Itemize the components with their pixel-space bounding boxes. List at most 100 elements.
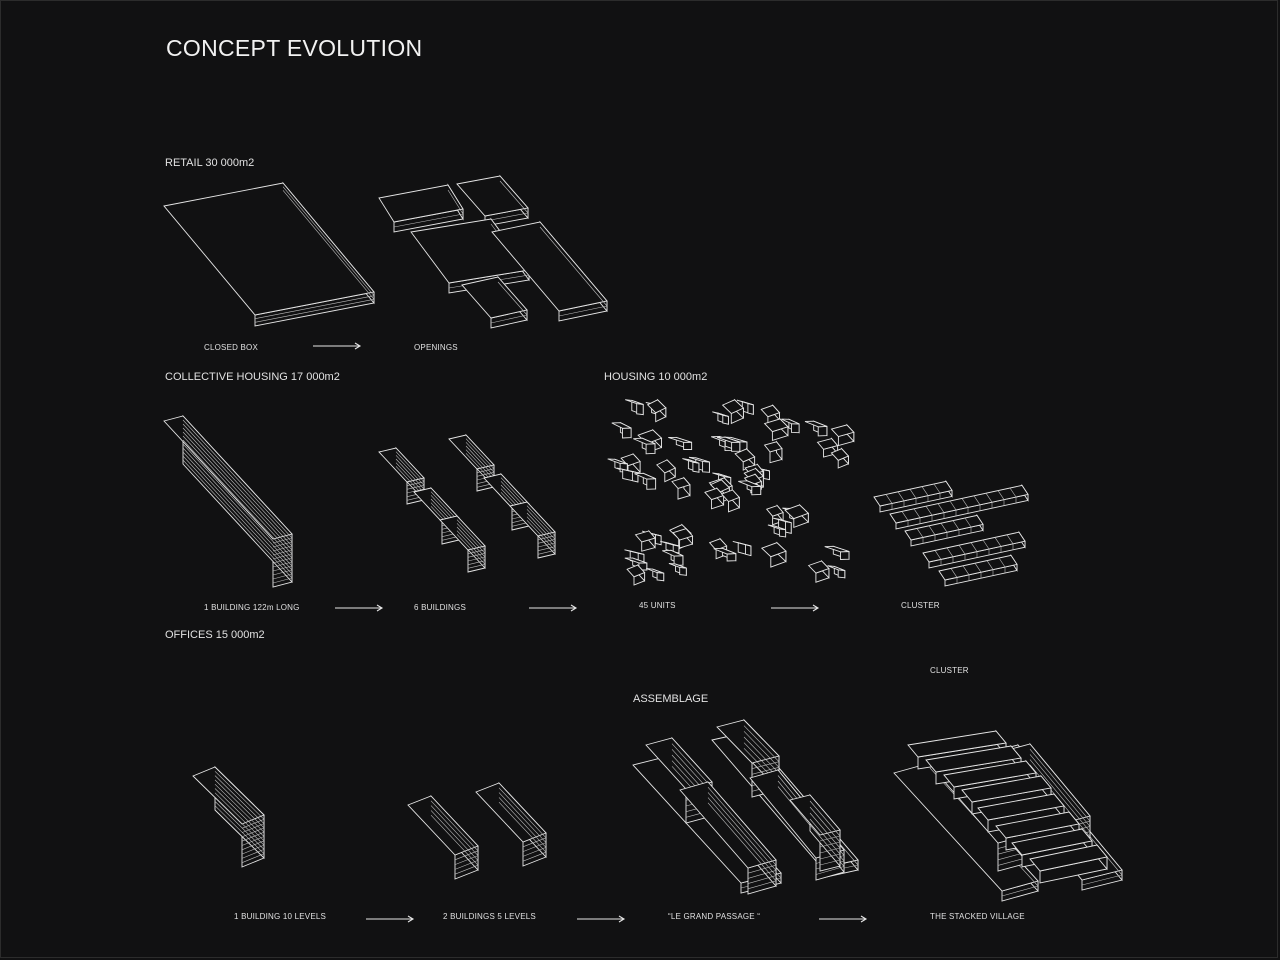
drawing-face bbox=[765, 505, 784, 517]
drawing-face bbox=[646, 478, 657, 490]
drawing-line bbox=[526, 512, 556, 544]
drawing-stacked-village bbox=[893, 729, 1123, 902]
drawing-line bbox=[986, 560, 994, 570]
drawing-face bbox=[655, 534, 662, 546]
drawing-line bbox=[985, 493, 993, 503]
drawing-face bbox=[626, 564, 646, 578]
drawing-line bbox=[498, 787, 547, 839]
drawing-face bbox=[745, 544, 752, 557]
drawing-line bbox=[214, 775, 265, 824]
drawing-line bbox=[962, 565, 970, 575]
drawing-line bbox=[743, 736, 780, 774]
drawing-face bbox=[791, 423, 800, 434]
drawing-line bbox=[456, 523, 486, 554]
drawing-face bbox=[672, 528, 694, 541]
drawing-line bbox=[928, 525, 936, 535]
drawing-line bbox=[940, 523, 948, 533]
drawing-line bbox=[393, 213, 464, 228]
drawing-face bbox=[607, 458, 628, 465]
arrow-right-icon bbox=[313, 342, 362, 350]
drawing-line bbox=[973, 495, 981, 505]
drawing-line bbox=[454, 855, 479, 865]
section-label-assemblage: ASSEMBLAGE bbox=[633, 693, 709, 705]
drawing-face bbox=[634, 472, 656, 480]
drawing-face bbox=[830, 424, 855, 438]
drawing-line bbox=[430, 800, 479, 852]
caption-openings: OPENINGS bbox=[414, 343, 458, 352]
drawing-line bbox=[958, 545, 966, 555]
arrows-group bbox=[313, 342, 868, 923]
arrow-right-icon bbox=[529, 604, 578, 612]
drawing-line bbox=[934, 550, 942, 560]
drawing-line bbox=[809, 812, 841, 849]
section-label-offices: OFFICES 15 000m2 bbox=[165, 629, 265, 641]
drawing-line bbox=[526, 509, 556, 540]
drawing-face bbox=[656, 459, 676, 474]
drawing-face bbox=[683, 441, 693, 450]
drawing-face bbox=[726, 553, 737, 562]
drawing-line bbox=[498, 801, 547, 853]
drawing-face bbox=[634, 530, 656, 543]
drawing-line bbox=[241, 844, 265, 855]
drawing-face bbox=[636, 403, 644, 416]
page-title: CONCEPT EVOLUTION bbox=[166, 35, 423, 61]
drawing-closed-box bbox=[163, 181, 375, 327]
drawing-face bbox=[816, 438, 839, 450]
drawing-face bbox=[734, 448, 756, 463]
drawing-line bbox=[747, 875, 777, 884]
drawing-face bbox=[736, 399, 754, 406]
drawing-line bbox=[537, 550, 556, 555]
drawing-line bbox=[241, 853, 265, 863]
section-label-collective-housing: COLLECTIVE HOUSING 17 000m2 bbox=[165, 371, 340, 383]
drawing-line bbox=[214, 792, 265, 842]
drawing-line bbox=[430, 805, 479, 856]
drawing-face bbox=[760, 542, 787, 558]
drawing-face bbox=[668, 436, 692, 443]
drawing-line bbox=[214, 771, 265, 820]
section-label-retail: RETAIL 30 000m2 bbox=[165, 157, 255, 169]
drawing-face bbox=[617, 467, 639, 474]
drawing-line bbox=[214, 783, 265, 833]
drawing-face bbox=[611, 422, 632, 429]
drawing-face bbox=[712, 411, 729, 417]
drawing-line bbox=[747, 880, 777, 890]
drawing-line bbox=[467, 564, 486, 569]
drawing-face bbox=[763, 441, 783, 453]
drawing-line bbox=[497, 281, 528, 316]
drawing-line bbox=[447, 189, 464, 215]
drawing-face bbox=[817, 425, 828, 437]
caption-1-building-10-levels: 1 BUILDING 10 LEVELS bbox=[234, 912, 327, 921]
drawing-line bbox=[395, 462, 425, 493]
drawing-face bbox=[925, 745, 1022, 773]
drawing-line bbox=[925, 506, 933, 516]
drawing-line bbox=[707, 792, 777, 871]
drawing-line bbox=[522, 851, 547, 862]
drawing-line bbox=[909, 489, 917, 499]
drawing-face bbox=[767, 524, 786, 531]
drawing-face bbox=[702, 460, 710, 473]
drawing-line bbox=[1009, 487, 1017, 498]
drawing-face bbox=[961, 775, 1052, 803]
drawing-face bbox=[679, 566, 687, 576]
drawing-face bbox=[827, 565, 845, 571]
drawing-line bbox=[182, 455, 293, 575]
drawing-face bbox=[977, 793, 1065, 821]
drawing-45-units bbox=[607, 398, 855, 586]
drawing-face bbox=[751, 485, 762, 496]
drawing-line bbox=[498, 797, 547, 848]
drawing-line bbox=[522, 837, 547, 848]
drawing-two-buildings bbox=[407, 781, 547, 880]
drawing-line bbox=[1081, 874, 1123, 886]
drawing-face bbox=[1029, 844, 1108, 872]
drawing-line bbox=[913, 508, 921, 518]
drawing-face bbox=[889, 484, 1029, 524]
drawing-face bbox=[708, 538, 728, 551]
drawing-line bbox=[465, 438, 495, 469]
drawing-line bbox=[214, 796, 265, 846]
drawing-line bbox=[970, 542, 978, 552]
drawing-line bbox=[454, 860, 479, 870]
drawing-openings bbox=[378, 174, 608, 329]
drawing-face bbox=[721, 399, 745, 415]
drawing-line bbox=[241, 831, 265, 842]
